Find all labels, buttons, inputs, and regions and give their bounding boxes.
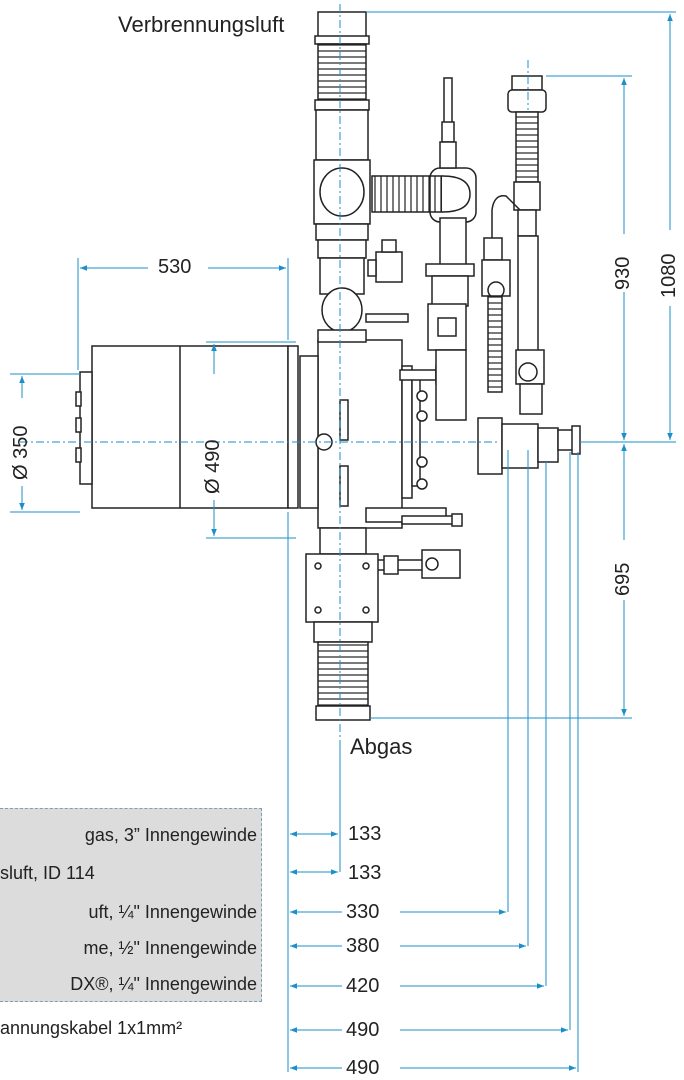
dimension-lines — [10, 11, 676, 1072]
dim-bottom: 330 — [346, 901, 380, 923]
legend-item: sluft, ID 114 — [0, 863, 95, 883]
dim-930: 930 — [612, 256, 634, 290]
sensor-rod — [439, 77, 457, 169]
burner-tube — [75, 345, 299, 509]
label-combustion-air: Verbrennungsluft — [118, 12, 285, 37]
legend-item: DX®, ¼" Innengewinde — [70, 974, 257, 994]
valve-assembly — [477, 417, 581, 475]
dim-bottom: 490 — [346, 1019, 380, 1041]
dim-695: 695 — [612, 562, 634, 596]
legend-item: me, ½" Innengewinde — [83, 938, 257, 958]
dim-bottom: 133 — [348, 823, 382, 845]
legend-item: uft, ¼" Innengewinde — [88, 902, 257, 922]
dim-bottom: 490 — [346, 1057, 380, 1079]
centerlines — [20, 4, 529, 740]
exhaust-pipe — [305, 527, 379, 721]
dim-530: 530 — [158, 256, 192, 278]
air-inlet-pipe — [313, 11, 409, 343]
dim-diameter-490: Ø 490 — [202, 439, 224, 494]
dim-diameter-350: Ø 350 — [10, 425, 32, 480]
legend-item: gas, 3” Innengewinde — [84, 825, 257, 845]
solenoid-valve — [367, 239, 403, 283]
dim-1080: 1080 — [658, 253, 680, 299]
dim-bottom: 133 — [348, 862, 382, 884]
legend-box: gas, 3” Innengewinde sluft, ID 114 uft, … — [0, 808, 262, 1002]
dim-bottom: 380 — [346, 935, 380, 957]
legend-item: annungskabel 1x1mm² — [0, 1018, 183, 1038]
burner-housing — [299, 339, 463, 529]
label-exhaust: Abgas — [350, 734, 413, 759]
pressure-switch — [373, 549, 461, 579]
dim-bottom: 420 — [346, 975, 380, 997]
gas-line — [481, 75, 547, 415]
